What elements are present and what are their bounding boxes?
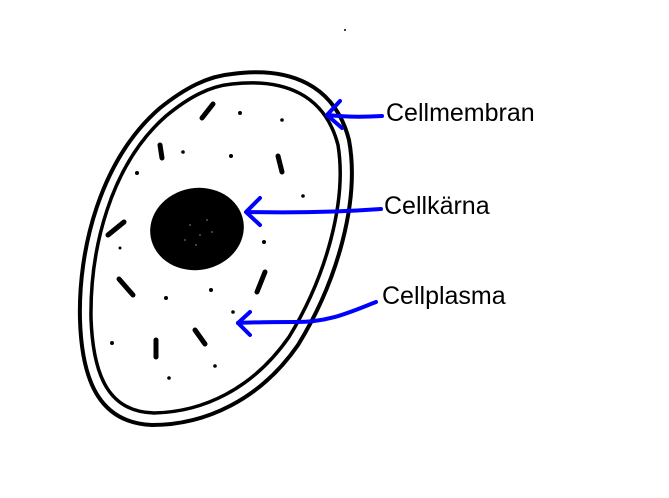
organelle	[199, 101, 216, 121]
organelle	[192, 327, 208, 347]
nucleus	[150, 187, 244, 271]
arrow-membrane	[325, 99, 384, 130]
arrow-left-icon	[236, 300, 378, 325]
organelle	[254, 269, 268, 295]
label-cell-membrane: Cellmembran	[386, 99, 535, 127]
organelles	[105, 101, 285, 360]
arrow-nucleus	[244, 196, 383, 227]
label-cytoplasm: Cellplasma	[382, 282, 506, 310]
cytoplasm-granules	[110, 111, 305, 380]
speck	[344, 29, 346, 31]
arrow-cytoplasm	[236, 300, 378, 337]
label-cell-nucleus: Cellkärna	[384, 192, 490, 220]
nucleus-texture	[184, 219, 213, 246]
arrow-left-icon	[245, 207, 383, 215]
organelle	[116, 276, 136, 298]
cell	[77, 70, 354, 427]
organelle	[105, 219, 127, 238]
organelle	[157, 142, 165, 161]
arrow-left-icon	[326, 113, 384, 119]
organelle	[275, 153, 285, 175]
